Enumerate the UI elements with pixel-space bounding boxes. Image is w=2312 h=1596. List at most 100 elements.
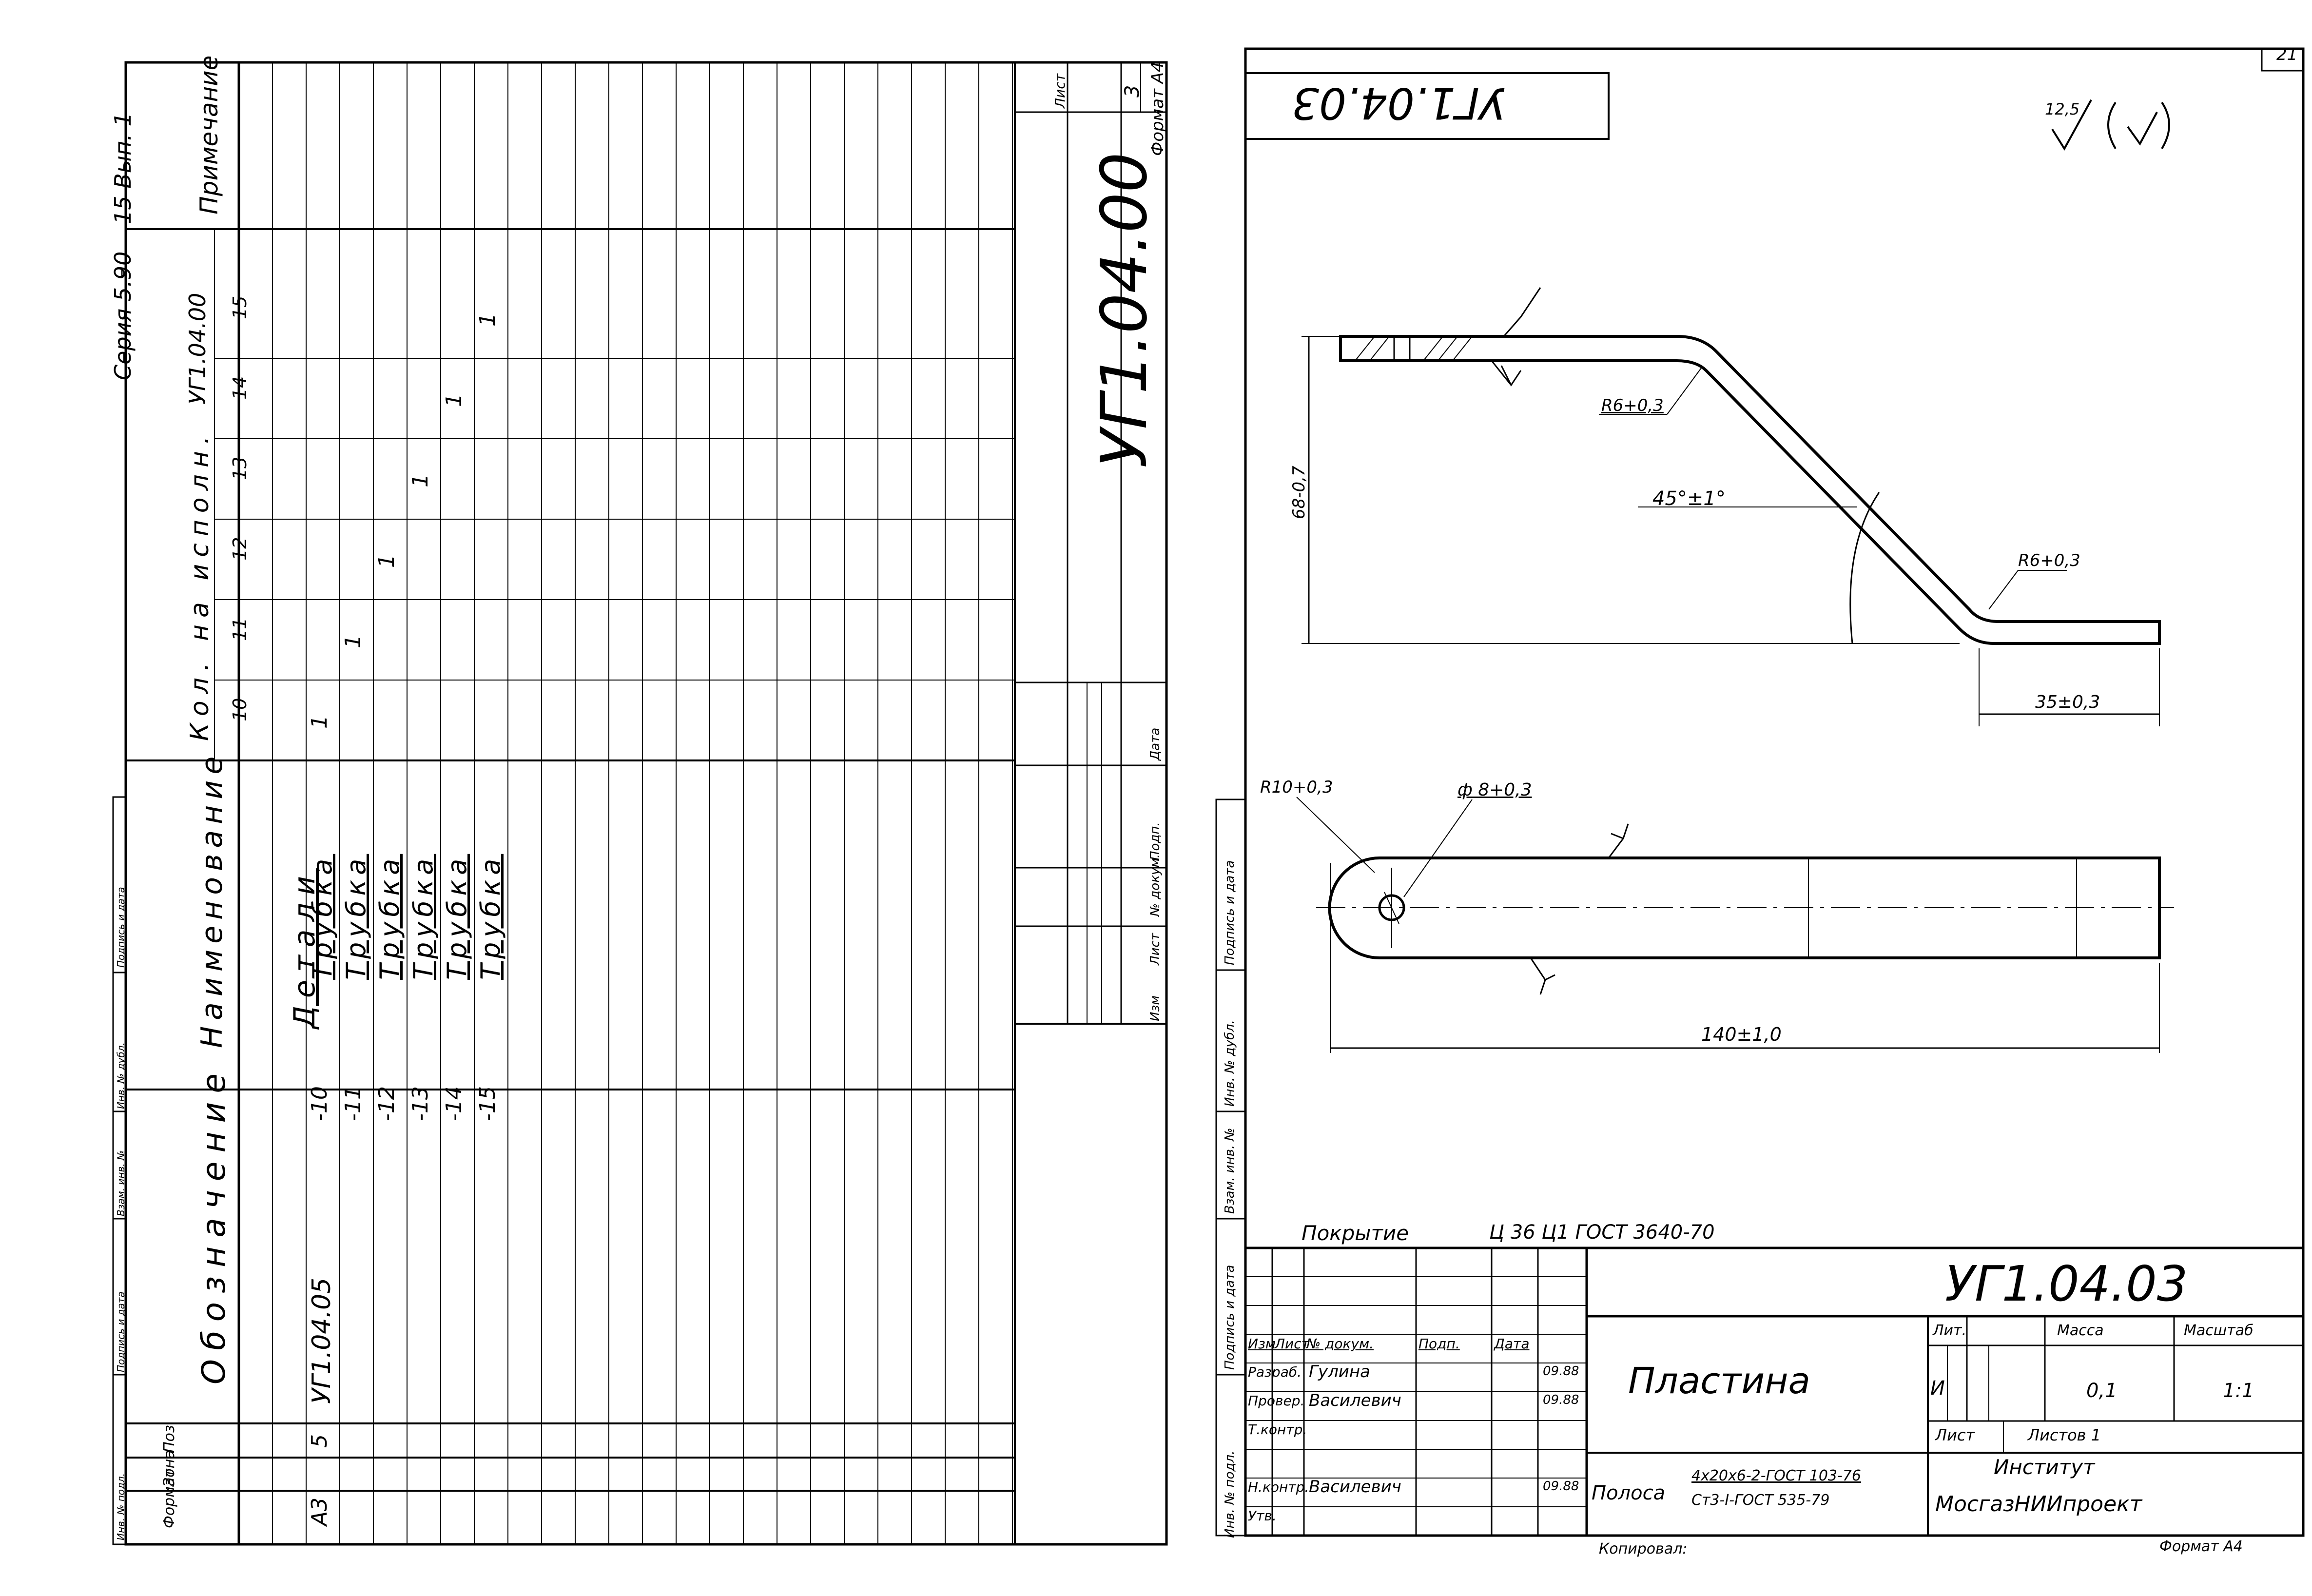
row-name: Трубка [341, 854, 371, 980]
dim-140: 140±1,0 [1701, 1024, 1782, 1045]
row-name: Трубка [374, 854, 405, 980]
drawing-svg [1215, 47, 2305, 1537]
coating-label: Покрытие [1302, 1221, 1409, 1245]
tb-hdr-label: Лист [1275, 1336, 1309, 1352]
stamp-code: УГ1.04.00 [1087, 152, 1161, 468]
note-col-head: Примечание [195, 55, 223, 214]
row-name: Трубка [408, 854, 439, 980]
tb-sheets-label: Листов 1 [2028, 1426, 2101, 1444]
dim-r6-bottom: R6+0,3 [2018, 551, 2080, 570]
tb-role: Т.контр. [1248, 1421, 1307, 1438]
zone-col-head: Зона [161, 1450, 178, 1487]
series-dash: – [110, 268, 132, 278]
dim-angle: 45°±1° [1652, 487, 1726, 510]
change-col-label: Лист [1148, 933, 1163, 965]
dim-r10: R10+0,3 [1260, 778, 1333, 797]
row-qty: 1 [475, 313, 500, 327]
designation-col-head: Обозначение [195, 1065, 233, 1384]
qty-col-number: 12 [229, 537, 251, 561]
tb-lit-label: Лит. [1933, 1322, 1967, 1339]
page-number: 21 [2276, 45, 2298, 64]
format-label: Формат А4 [1148, 61, 1167, 156]
name-col-head: Наименование [195, 750, 229, 1048]
tb-scale-label: Масштаб [2184, 1322, 2254, 1339]
coating-value: Ц 36 Ц1 ГОСТ 3640-70 [1489, 1221, 1715, 1244]
tb-sheet-label: Лист [1935, 1426, 1975, 1444]
change-col-label: Изм [1148, 995, 1163, 1021]
specification-sheet: Формат Зона Поз Обозначение Наименование… [110, 55, 1168, 1546]
row-pos: 5 [307, 1434, 332, 1448]
qty-col-number: 15 [229, 295, 251, 319]
tb-material-label: Полоса [1592, 1482, 1666, 1504]
tb-date: 09.88 [1543, 1479, 1579, 1494]
tb-person-name: Василевич [1309, 1391, 1401, 1410]
side-stamp-label: Взам. инв. № [1223, 1128, 1237, 1214]
copied-label: Копировал: [1599, 1540, 1688, 1557]
tb-hdr-label: Подп. [1418, 1336, 1460, 1352]
row-qty: 1 [374, 554, 399, 568]
tb-mass-label: Масса [2057, 1322, 2104, 1339]
side-stamp-label: Подпись и дата [115, 1291, 127, 1372]
tb-mass-value: 0,1 [2086, 1380, 2118, 1402]
row-suffix: -13 [408, 1086, 433, 1121]
format-label-right: Формат А4 [2159, 1538, 2243, 1555]
row-qty: 1 [307, 715, 332, 729]
row-designation: УГ1.04.05 [307, 1277, 336, 1404]
tb-role: Разраб. [1248, 1364, 1302, 1380]
qty-col-number: 14 [229, 376, 251, 400]
side-stamp-label: Подпись и дата [1223, 860, 1237, 965]
row-format: А3 [307, 1497, 332, 1526]
side-stamp-label: Инв. № дубл. [115, 1042, 127, 1109]
row-name: Трубка [475, 854, 506, 980]
rotated-code: УГ1.04.03 [1292, 78, 1506, 128]
drawing-sheet: 21 УГ1.04.03 12,5 R6+0,3 45°±1° 68-0,7 R… [1170, 0, 2312, 1596]
dim-height: 68-0,7 [1289, 466, 1309, 519]
dim-hole: ф 8+0,3 [1457, 780, 1532, 800]
tb-date: 09.88 [1543, 1393, 1579, 1407]
roughness-icon: 12,5 [2042, 95, 2174, 154]
change-col-label: Дата [1148, 727, 1163, 760]
side-stamp-label: Подпись и дата [115, 887, 127, 968]
change-col-label: № докум. [1148, 854, 1163, 916]
tb-role: Провер. [1248, 1393, 1305, 1409]
tb-material-1: 4х20х6-2-ГОСТ 103-76 [1691, 1467, 1861, 1484]
change-col-label: Подп. [1148, 822, 1163, 860]
tb-lit-value: И [1930, 1377, 1945, 1400]
tb-hdr-label: № докум. [1306, 1336, 1374, 1352]
stamp-sheet-label: Лист [1052, 74, 1068, 108]
tb-role: Н.контр. [1248, 1479, 1309, 1495]
side-stamp-label: Инв. № подл. [115, 1473, 127, 1540]
spec-grid [112, 61, 1168, 1546]
qty-col-head: Кол. на исполн. [185, 429, 214, 741]
tb-date: 09.88 [1543, 1364, 1579, 1379]
dim-35: 35±0,3 [2035, 692, 2100, 712]
tb-person-name: Василевич [1309, 1477, 1401, 1497]
pos-col-head: Поз [161, 1425, 178, 1453]
row-qty: 1 [341, 635, 366, 648]
side-stamp-label: Взам. инв. № [115, 1150, 127, 1216]
qty-col-number: 11 [229, 617, 251, 641]
side-stamp-label: Инв. № дубл. [1223, 1020, 1237, 1107]
tb-code: УГ1.04.03 [1945, 1255, 2188, 1312]
row-suffix: -12 [374, 1086, 399, 1121]
ref-doc: УГ1.04.00 [184, 292, 211, 405]
row-qty: 1 [408, 474, 433, 487]
stamp-sheet-no: 3 [1121, 85, 1144, 97]
row-qty: 1 [442, 393, 466, 407]
qty-col-number: 10 [229, 698, 251, 721]
row-name: Трубка [307, 854, 338, 980]
row-suffix: -15 [475, 1086, 500, 1121]
tb-material-2: Ст3-I-ГОСТ 535-79 [1691, 1492, 1830, 1509]
row-suffix: -11 [341, 1086, 366, 1121]
qty-col-number: 13 [229, 456, 251, 480]
tb-part-name: Пластина [1628, 1360, 1810, 1402]
tb-scale-value: 1:1 [2223, 1380, 2254, 1402]
row-suffix: -10 [307, 1086, 332, 1121]
tb-person-name: Гулина [1309, 1362, 1370, 1382]
row-name: Трубка [442, 854, 472, 980]
dim-r6-top: R6+0,3 [1601, 396, 1664, 415]
tb-hdr-label: Изм [1248, 1336, 1276, 1352]
tb-hdr-label: Дата [1494, 1336, 1530, 1352]
tb-org1: Институт [1994, 1455, 2095, 1479]
side-stamp-label: Инв. № подл. [1223, 1450, 1237, 1538]
